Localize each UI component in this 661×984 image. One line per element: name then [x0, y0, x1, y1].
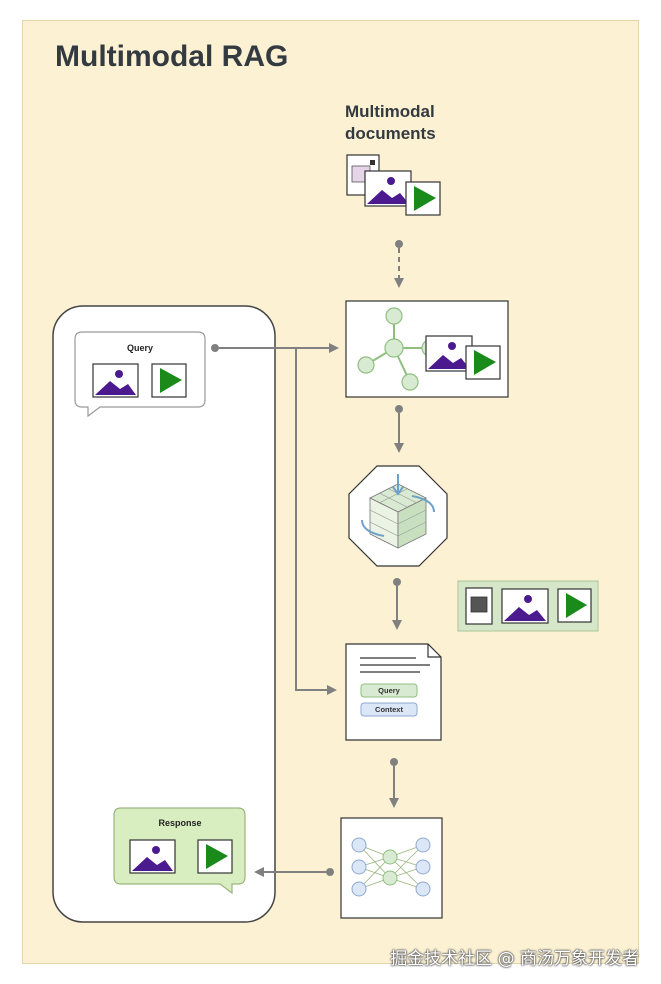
chat-container — [52, 305, 276, 923]
llm-to-response-arrow — [254, 867, 334, 877]
page-title: Multimodal RAG — [55, 40, 289, 73]
query-to-prompt-arrow — [295, 348, 337, 695]
neural-network-icon — [351, 837, 431, 897]
retrieved-items — [457, 580, 599, 632]
image-icon — [92, 363, 139, 398]
prompt-to-llm-arrow — [389, 758, 399, 808]
prompt-document — [345, 643, 442, 741]
documents-label-line1: Multimodal — [345, 102, 435, 121]
llm-box — [340, 817, 443, 919]
documents-to-graph-arrow — [394, 240, 404, 288]
graph-index-box — [345, 300, 509, 398]
video-play-icon — [405, 181, 441, 216]
image-icon — [425, 335, 473, 372]
video-play-icon — [557, 588, 592, 623]
vectordb-to-prompt-arrow — [392, 578, 402, 630]
video-play-icon — [151, 363, 187, 398]
documents-label: Multimodal documents — [345, 101, 436, 145]
prompt-context-label: Context — [375, 705, 403, 714]
video-play-icon — [465, 345, 501, 380]
query-bubble — [74, 331, 206, 418]
image-icon — [129, 839, 176, 874]
query-to-graph-arrow — [211, 343, 339, 353]
image-icon — [364, 170, 412, 207]
watermark: 掘金技术社区 @ 商汤万象开发者 — [390, 949, 639, 969]
response-bubble — [113, 807, 246, 895]
vector-cube-icon — [361, 474, 435, 549]
multimodal-documents-icons — [346, 154, 441, 216]
vector-database — [348, 465, 448, 567]
document-icon — [465, 587, 493, 625]
prompt-query-label: Query — [378, 686, 400, 695]
graph-to-vectordb-arrow — [394, 405, 404, 453]
query-bubble-label: Query — [126, 343, 153, 353]
response-bubble-label: Response — [158, 818, 202, 828]
documents-label-line2: documents — [345, 124, 436, 143]
video-play-icon — [197, 839, 233, 874]
image-icon — [501, 588, 549, 624]
